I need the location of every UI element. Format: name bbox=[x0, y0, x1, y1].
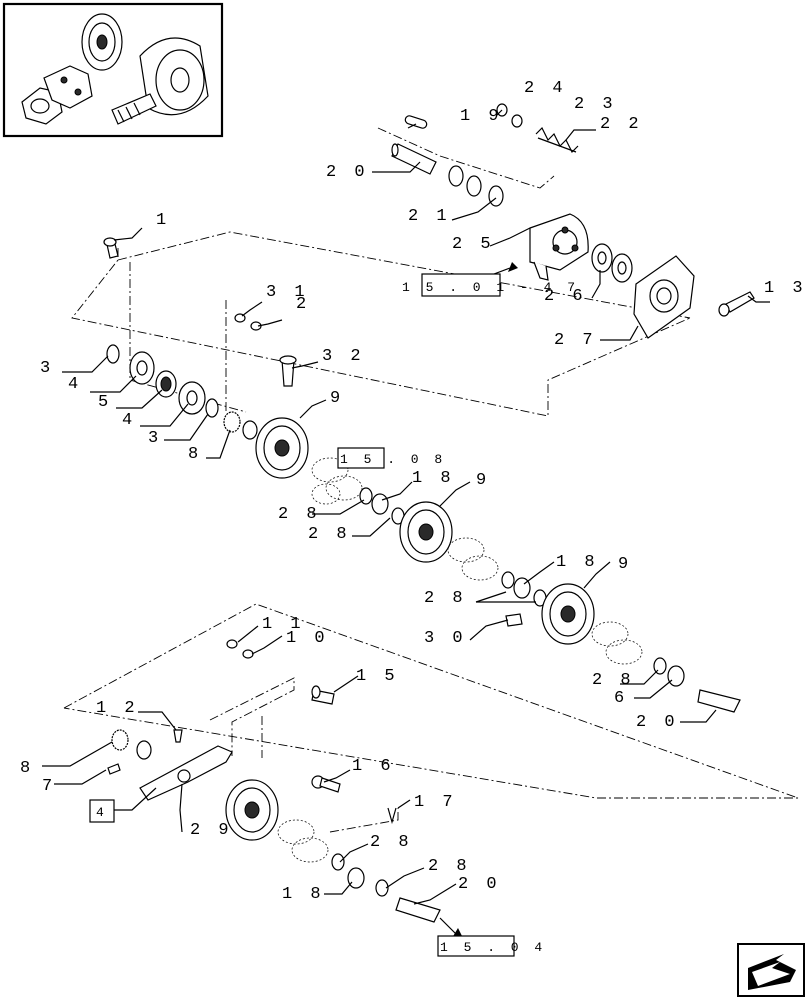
label-23: 2 3 bbox=[574, 95, 617, 114]
label-18-upper: 1 8 bbox=[412, 469, 455, 488]
label-28-c: 2 8 bbox=[424, 589, 467, 608]
reference-15-08: 1 5 . 0 8 bbox=[340, 452, 446, 467]
label-20-middle: 2 0 bbox=[636, 713, 679, 732]
label-20-top: 2 0 bbox=[326, 163, 369, 182]
reference-15-01-47: 1 5 . 0 1 - 4 7 bbox=[402, 280, 579, 295]
label-11: 1 1 bbox=[262, 615, 305, 634]
label-4-lower: 4 bbox=[122, 411, 136, 430]
leader-lines bbox=[42, 109, 770, 905]
reference-box-15-01-47[interactable]: 1 5 . 0 1 - 4 7 bbox=[402, 273, 579, 297]
label-31: 3 1 bbox=[266, 283, 309, 302]
label-30: 3 0 bbox=[424, 629, 467, 648]
label-18-middle: 1 8 bbox=[556, 553, 599, 572]
reference-box-15-08[interactable]: 1 5 . 0 8 bbox=[337, 447, 446, 469]
back-arrow-icon[interactable] bbox=[737, 943, 805, 997]
label-16: 1 6 bbox=[352, 757, 395, 776]
reference-box-15-04[interactable]: 1 5 . 0 4 bbox=[437, 935, 546, 957]
label-2: 2 bbox=[296, 295, 310, 314]
label-10: 1 0 bbox=[286, 629, 329, 648]
label-26: 2 6 bbox=[544, 287, 587, 306]
label-28-f: 2 8 bbox=[428, 857, 471, 876]
label-15: 1 5 bbox=[356, 667, 399, 686]
label-20-lower: 2 0 bbox=[458, 875, 501, 894]
label-8-lower: 8 bbox=[20, 759, 34, 778]
label-17: 1 7 bbox=[414, 793, 457, 812]
label-28-a: 2 8 bbox=[278, 505, 321, 524]
label-3-lower: 3 bbox=[148, 429, 162, 448]
middle-parts bbox=[359, 487, 741, 713]
upper-left-parts bbox=[103, 237, 363, 505]
label-9-upper: 9 bbox=[330, 389, 344, 408]
label-12: 1 2 bbox=[96, 699, 139, 718]
label-27: 2 7 bbox=[554, 331, 597, 350]
reference-box-4[interactable]: 4 bbox=[89, 799, 115, 823]
label-21: 2 1 bbox=[408, 207, 451, 226]
label-6: 6 bbox=[614, 689, 628, 708]
upper-right-parts bbox=[391, 103, 755, 339]
label-1: 1 bbox=[156, 211, 170, 230]
label-5: 5 bbox=[98, 393, 112, 412]
label-32: 3 2 bbox=[322, 347, 365, 366]
label-9-lower: 9 bbox=[618, 555, 632, 574]
label-28-d: 2 8 bbox=[592, 671, 635, 690]
assembly-outline-lower bbox=[63, 603, 799, 833]
label-13: 1 3 bbox=[764, 279, 807, 298]
label-19: 1 9 bbox=[460, 107, 503, 126]
reference-4: 4 bbox=[96, 805, 108, 820]
label-8-upper: 8 bbox=[188, 445, 202, 464]
label-7: 7 bbox=[42, 777, 56, 796]
label-24: 2 4 bbox=[524, 79, 567, 98]
label-3-upper: 3 bbox=[40, 359, 54, 378]
label-22: 2 2 bbox=[600, 115, 643, 134]
label-25: 2 5 bbox=[452, 235, 495, 254]
label-28-e: 2 8 bbox=[370, 833, 413, 852]
label-29: 2 9 bbox=[190, 821, 233, 840]
part-labels: 2 4 1 9 2 3 2 2 2 0 2 1 2 5 2 6 1 3 2 7 … bbox=[20, 79, 807, 904]
assembly-thumbnail-icon bbox=[2, 2, 224, 138]
label-28-b: 2 8 bbox=[308, 525, 351, 544]
reference-15-04: 1 5 . 0 4 bbox=[440, 940, 546, 955]
label-4-upper: 4 bbox=[68, 375, 82, 394]
assembly-outline-upper bbox=[71, 127, 691, 417]
lower-parts bbox=[107, 639, 441, 923]
label-9-middle: 9 bbox=[476, 471, 490, 490]
label-18-lower: 1 8 bbox=[282, 885, 325, 904]
